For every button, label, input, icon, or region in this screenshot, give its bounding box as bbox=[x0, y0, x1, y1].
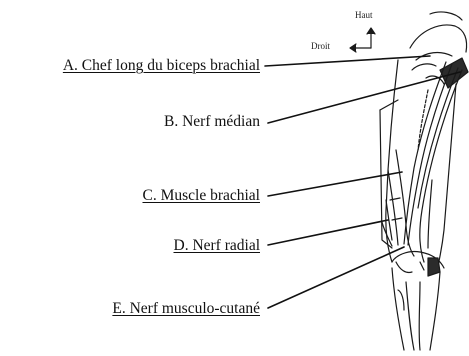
orientation-right-label: Droit bbox=[311, 41, 330, 51]
up-arrow-head bbox=[367, 28, 375, 34]
label-radial-nerve: D. Nerf radial bbox=[174, 237, 261, 255]
right-arrow-head bbox=[350, 44, 356, 52]
elbow-forearm bbox=[392, 252, 444, 350]
leader-line-b bbox=[268, 72, 460, 123]
leader-line-a bbox=[265, 56, 430, 66]
label-median-nerve: B. Nerf médian bbox=[164, 113, 260, 131]
leader-line-e bbox=[268, 247, 404, 308]
label-musculocutaneous-nerve: E. Nerf musculo-cutané bbox=[112, 300, 260, 318]
leader-line-c bbox=[268, 172, 402, 196]
brachialis-structure bbox=[388, 150, 432, 256]
leader-line-d bbox=[268, 220, 388, 245]
orientation-arrows bbox=[350, 28, 375, 52]
label-biceps-long-head: A. Chef long du biceps brachial bbox=[63, 57, 260, 75]
label-brachialis: C. Muscle brachial bbox=[142, 187, 260, 205]
orientation-up-label: Haut bbox=[355, 10, 373, 20]
